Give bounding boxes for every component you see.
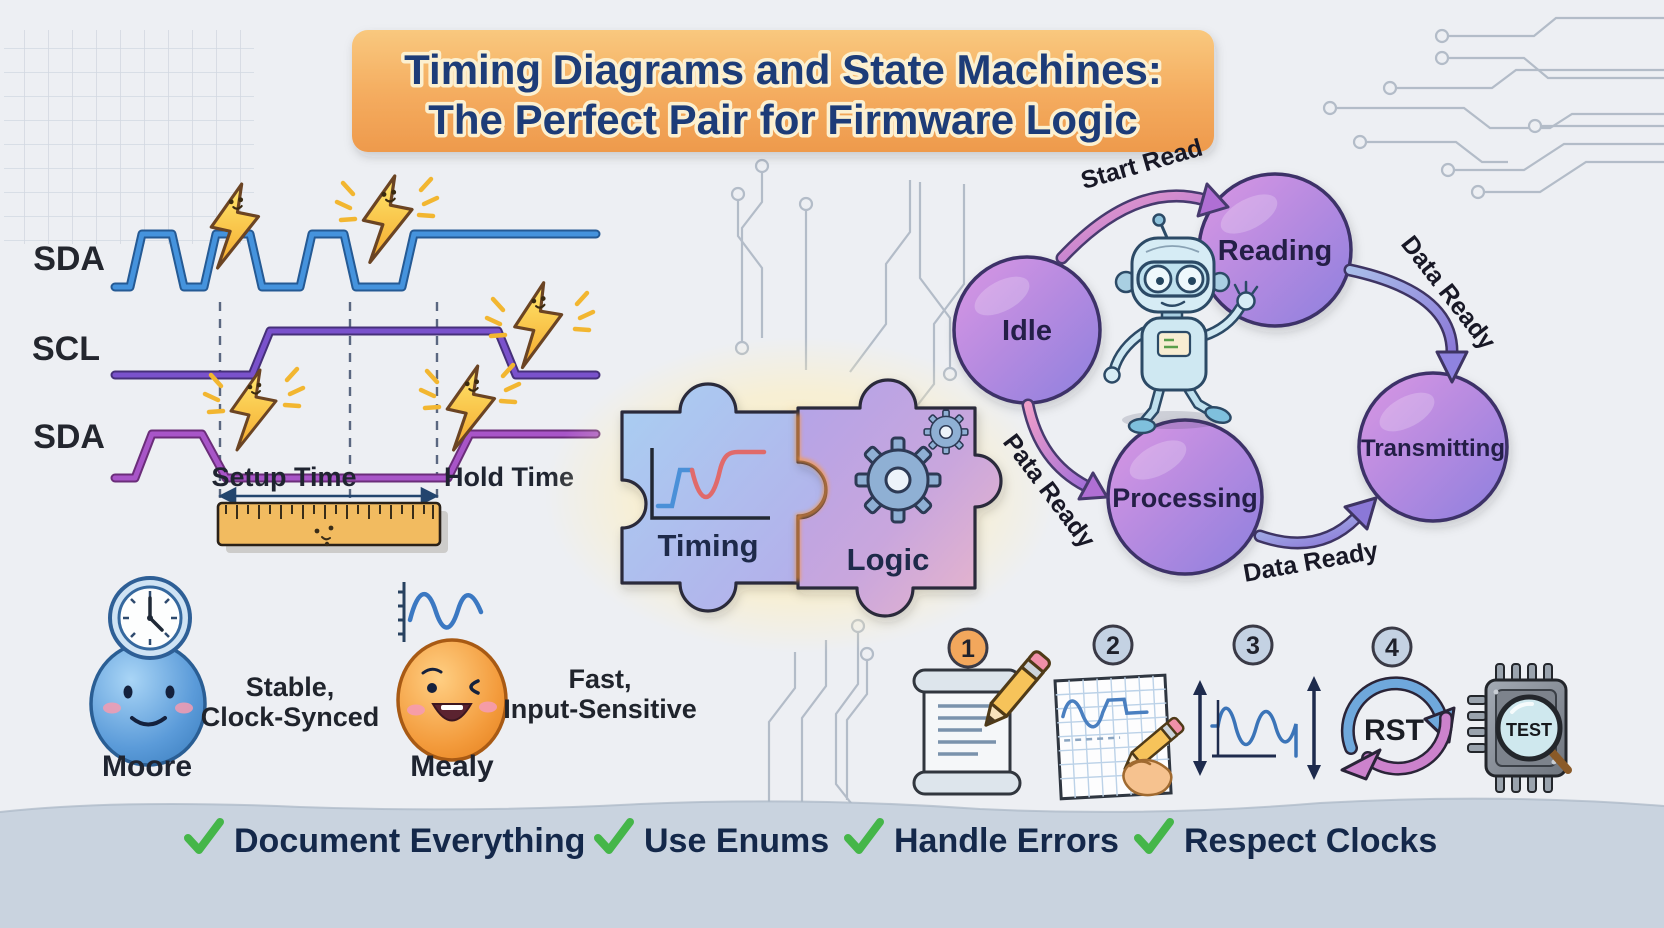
state-processing: Processing (1106, 418, 1264, 576)
step-1-badge: 1 (947, 627, 989, 669)
footer-item-enums-label: Use Enums (644, 822, 829, 860)
test-label: TEST (1506, 720, 1552, 740)
title-line-2: The Perfect Pair for Firmware Logic (428, 96, 1138, 143)
signal-label-sda-top: SDA (33, 240, 105, 278)
grid-texture (4, 30, 254, 244)
title-banner: Timing Diagrams and State Machines: The … (352, 30, 1214, 152)
circuit-traces-top-right (1322, 16, 1664, 200)
moore-trait-line-1: Stable, (246, 672, 335, 702)
step-4-number: 4 (1385, 634, 1399, 662)
timing-diagram: SDA SCL SDA (32, 174, 601, 553)
footer-item-errors-label: Handle Errors (894, 822, 1119, 860)
steps-row: 1 2 3 (912, 624, 1572, 801)
sda-top-waveform (110, 229, 601, 292)
state-transmitting-label: Transmitting (1361, 435, 1505, 462)
step-1-number: 1 (961, 635, 975, 663)
signal-label-sda-bottom: SDA (33, 418, 105, 456)
mealy-character (396, 582, 508, 762)
footer-item-clocks-label: Respect Clocks (1184, 822, 1437, 860)
state-idle: Idle (952, 255, 1102, 405)
magnifier-icon: TEST (1495, 694, 1572, 774)
step-3-badge: 3 (1232, 624, 1274, 666)
scl-waveform (110, 326, 601, 380)
moore-label: Moore (102, 750, 192, 783)
state-transmitting: Transmitting (1357, 371, 1509, 523)
rst-label: RST (1364, 714, 1424, 747)
puzzle-seam-glow (796, 414, 828, 581)
mealy-trait-line-2: Input-Sensitive (503, 694, 697, 724)
puzzle-piece-logic: Logic (796, 378, 1003, 618)
puzzle-piece-timing: Timing (620, 382, 828, 613)
setup-time-label: Setup Time (211, 462, 356, 492)
footer-bar: Document Everything Use Enums Handle Err… (0, 797, 1664, 928)
test-chip-icon: TEST (1467, 663, 1572, 793)
footer-item-enums: Use Enums (598, 822, 829, 860)
puzzle-timing-label: Timing (657, 528, 758, 563)
state-reading-label: Reading (1218, 235, 1332, 267)
state-processing-label: Processing (1112, 483, 1258, 513)
state-idle-label: Idle (1002, 315, 1052, 347)
signal-label-scl: SCL (32, 330, 100, 368)
step-2-number: 2 (1106, 632, 1120, 660)
footer-item-document: Document Everything (188, 822, 585, 860)
scroll-icon (912, 648, 1054, 796)
moore-mealy-section: Moore Stable, Clock-Synced Mealy Fast, I… (89, 576, 697, 783)
state-reading: Reading (1197, 172, 1353, 328)
footer-item-errors: Handle Errors (848, 822, 1119, 860)
puzzle-section: Timing Logic (545, 337, 1055, 653)
mealy-trait-line-1: Fast, (568, 664, 631, 694)
signal-margin-icon (1193, 676, 1321, 780)
ruler-icon (216, 501, 448, 553)
moore-trait-line-2: Clock-Synced (201, 702, 380, 732)
sda-bottom-waveform (110, 429, 601, 483)
step-2-badge: 2 (1092, 624, 1134, 666)
footer-item-document-label: Document Everything (234, 822, 585, 860)
waveform-icon (398, 582, 484, 642)
measure-arrow (218, 486, 439, 506)
footer-item-clocks: Respect Clocks (1138, 822, 1437, 860)
clock-icon (108, 576, 192, 660)
graph-paper-icon (1053, 673, 1187, 801)
reset-cycle-icon: RST (1340, 676, 1456, 781)
mealy-label: Mealy (410, 750, 494, 783)
puzzle-logic-label: Logic (847, 542, 930, 577)
moore-character (89, 576, 207, 767)
robot-mascot (1103, 213, 1259, 435)
mini-chart-icon (650, 448, 770, 520)
step-3-number: 3 (1246, 632, 1260, 660)
step-4-badge: 4 (1371, 626, 1413, 668)
title-line-1: Timing Diagrams and State Machines: (404, 46, 1162, 93)
